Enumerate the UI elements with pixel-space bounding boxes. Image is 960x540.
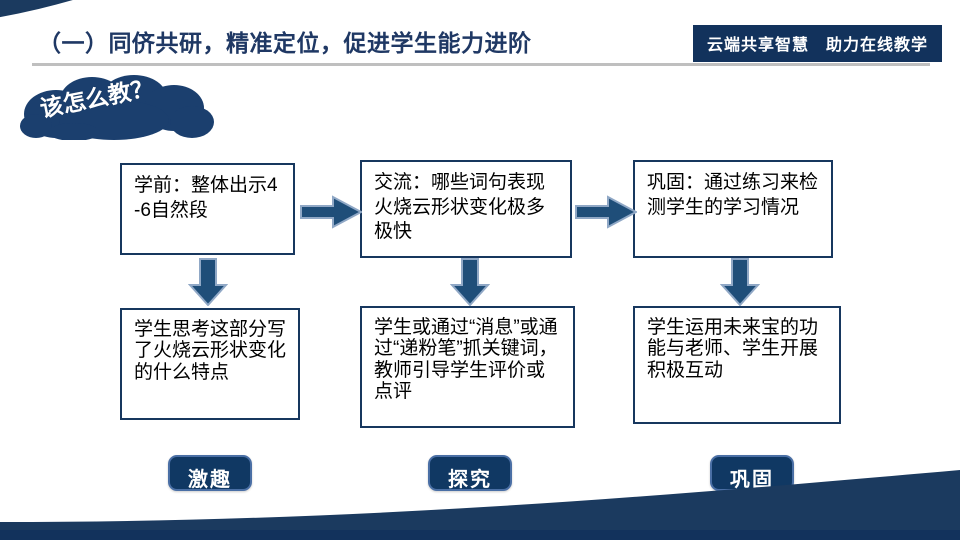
cloud-shape-icon: [20, 75, 214, 140]
flow-box-consolidation: 巩固：通过练习来检测学生的学习情况: [633, 160, 833, 258]
flow-box-pre-learning: 学前：整体出示4-6自然段: [120, 163, 295, 255]
page-title: （一）同侪共研，精准定位，促进学生能力进阶: [38, 30, 532, 56]
header-badge: 云端共享智慧 助力在线教学: [692, 25, 942, 62]
flow-box-student-interaction: 学生运用未来宝的功能与老师、学生开展积极互动: [633, 306, 841, 424]
arrow-right-icon: [575, 195, 637, 229]
cloud-callout: 该怎么教？: [14, 74, 219, 140]
arrow-right-icon: [300, 195, 362, 229]
header-divider: [32, 63, 930, 66]
arrow-down-icon: [720, 258, 760, 306]
arrow-down-icon: [188, 258, 228, 306]
flow-box-student-keywords: 学生或通过“消息”或通过“递粉笔”抓关键词，教师引导学生评价或点评: [360, 306, 575, 428]
decoration-bottom-band: [0, 470, 960, 540]
flow-box-discussion: 交流：哪些词句表现火烧云形状变化极多极快: [360, 160, 572, 258]
flow-box-student-thinking: 学生思考这部分写了火烧云形状变化的什么特点: [120, 308, 300, 420]
stage-label-inquiry: 探究: [428, 455, 512, 491]
stage-label-interest: 激趣: [168, 455, 252, 491]
stage-label-consolidate: 巩固: [710, 455, 794, 491]
arrow-down-icon: [450, 258, 490, 306]
